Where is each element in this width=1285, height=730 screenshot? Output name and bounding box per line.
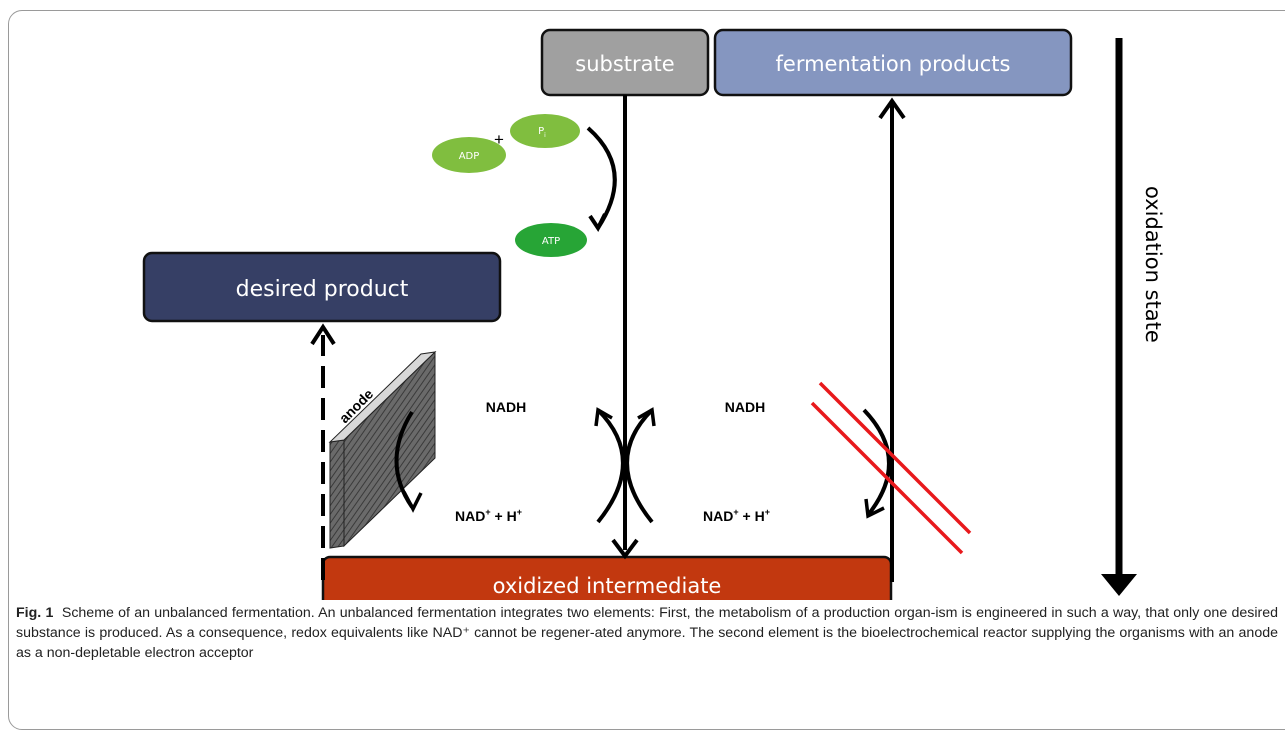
atp-ellipse [515,223,587,257]
blocked-line-lower [810,401,964,555]
figure-label: Fig. 1 [16,605,54,621]
oxidation-state-arrowhead [1101,574,1137,596]
anode-front-face [343,350,436,548]
blocked-line-upper [818,381,972,535]
pi-ellipse [510,114,580,148]
desired-product-box: desired product [142,251,502,323]
desired-product-box-shape [142,251,502,323]
substrate-to-intermediate-arrow [611,95,639,560]
oxidized-intermediate-box: oxidized intermediate [321,555,893,600]
adp-label: ADP [459,151,480,162]
nad-label-left: NAD+ + H+ [455,507,522,524]
anode-to-product-dashed-arrow [310,323,336,580]
anode-redox-arrow [394,410,423,513]
caption-text: Scheme of an unbalanced fermentation. An… [16,605,1278,661]
anode-top-face [328,351,437,443]
fermentation-products-box: fermentation products [713,28,1073,97]
phosphorylation-arrowhead [588,213,607,232]
substrate-box: substrate [540,28,710,97]
intermediate-to-fermentation-arrow [878,97,906,582]
adp-ellipse [432,137,506,173]
atp-label: ATP [542,236,560,247]
desired-product-label: desired product [236,277,409,302]
fermentation-products-label: fermentation products [776,52,1011,76]
oxidation-state-label: oxidation state [1141,186,1165,343]
figure-caption: Fig. 1 Scheme of an unbalanced fermentat… [16,603,1278,663]
fermentation-scheme-diagram: substrate fermentation products desired … [142,28,1165,600]
oxidized-intermediate-box-shape [321,555,893,600]
plus-sign: + [494,130,504,149]
nad-label-right: NAD+ + H+ [703,507,770,524]
oxidation-state-axis: oxidation state [1101,38,1165,596]
pi-label: Pi [538,126,546,139]
phosphorylation-arrow [586,126,617,230]
atp-cycle: ADP + Pi ATP [432,114,617,257]
blocked-redox-arrow [810,381,972,555]
oxidized-intermediate-label: oxidized intermediate [493,574,722,598]
substrate-label: substrate [575,52,674,76]
anode-side-face [329,439,345,549]
nadh-label-right: NADH [725,399,765,415]
central-redox-arrows [594,407,656,524]
anode-electrode: anode [328,350,437,549]
fermentation-products-box-shape [713,28,1073,97]
nadh-label-left: NADH [486,399,526,415]
